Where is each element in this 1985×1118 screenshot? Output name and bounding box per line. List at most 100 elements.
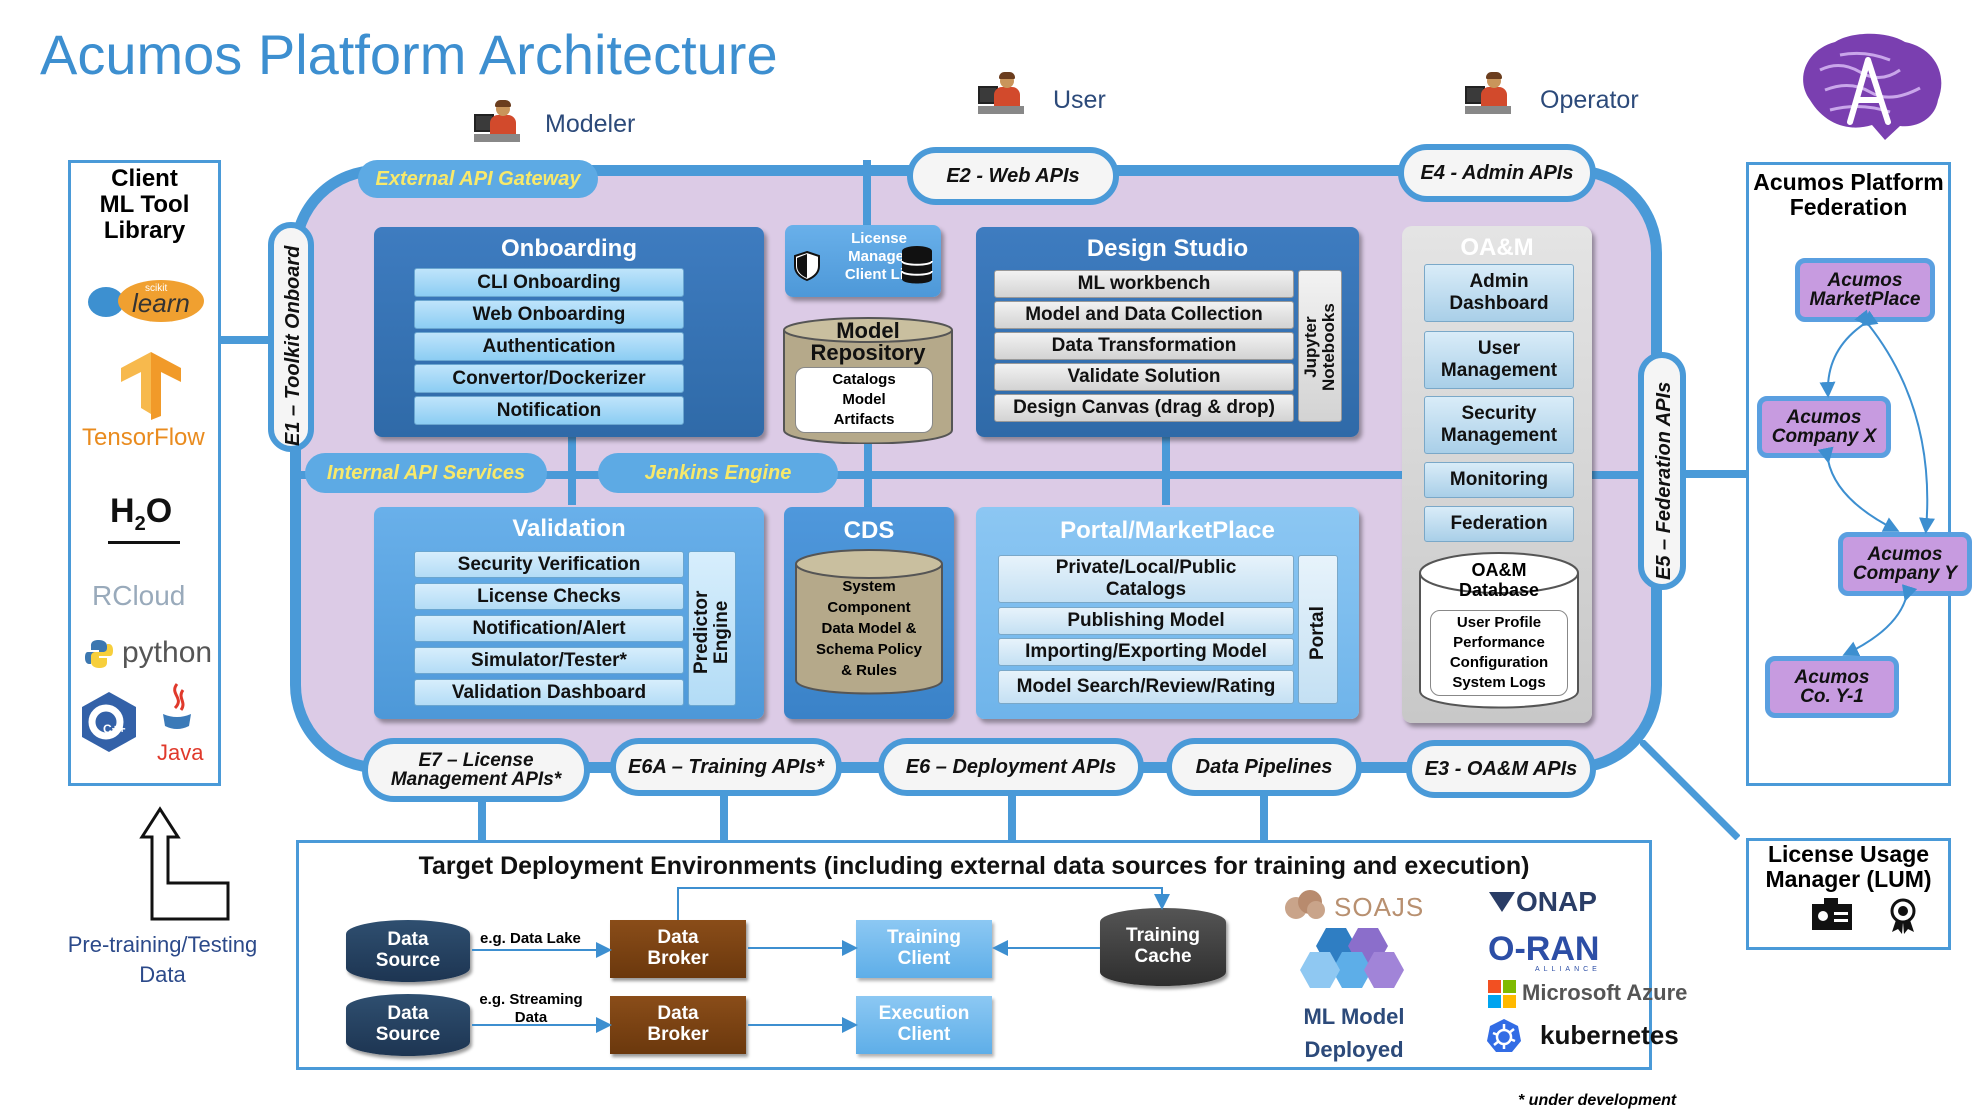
design-studio-item[interactable]: Validate Solution (994, 363, 1294, 391)
onboarding-item[interactable]: Notification (414, 396, 684, 425)
jenkins-engine: Jenkins Engine (598, 453, 838, 493)
portal-side[interactable]: Portal (1298, 555, 1338, 704)
java-text: Java (157, 740, 204, 765)
learn-text: learn (132, 288, 190, 318)
onboarding-title: Onboarding (501, 235, 637, 262)
connector-e6a (720, 794, 728, 842)
onboarding-item[interactable]: Convertor/Dockerizer (414, 364, 684, 393)
design-studio-item[interactable]: Data Transformation (994, 332, 1294, 360)
client-connector (221, 336, 295, 344)
azure-text: Microsoft Azure (1522, 980, 1688, 1005)
oam-federation[interactable]: Federation (1424, 506, 1574, 542)
e6a-training-apis[interactable]: E6A – Training APIs* (610, 738, 842, 796)
design-bus-line (1162, 435, 1170, 505)
rcloud-logo: RCloud (92, 580, 186, 611)
shield-icon (794, 250, 820, 282)
footnote: * under development (1518, 1092, 1677, 1109)
database-icon (901, 246, 933, 284)
e4-admin-apis[interactable]: E4 - Admin APIs (1398, 144, 1596, 202)
federation-arrows (1817, 309, 1935, 657)
modeler-label: Modeler (545, 110, 636, 138)
design-studio-item[interactable]: ML workbench (994, 270, 1294, 298)
e3-oam-apis[interactable]: E3 - OA&M APIs (1406, 740, 1596, 798)
oam-title: OA&M (1460, 234, 1534, 261)
onboarding-item[interactable]: Authentication (414, 332, 684, 361)
tensorflow-icon (121, 352, 181, 420)
validation-item[interactable]: Validation Dashboard (414, 679, 684, 706)
python-icon (85, 640, 113, 668)
user-label: User (1053, 86, 1106, 114)
soajs-text: SOAJS (1334, 892, 1425, 922)
java-icon (163, 683, 191, 729)
connector-e6 (1008, 794, 1016, 842)
client-library-box (68, 160, 221, 786)
lum-connector (1640, 740, 1740, 840)
oam-monitoring[interactable]: Monitoring (1424, 462, 1574, 498)
design-studio-title: Design Studio (1086, 235, 1249, 262)
validation-item[interactable]: Security Verification (414, 551, 684, 578)
page-title: Acumos Platform Architecture (40, 23, 778, 86)
connector-pipelines (1260, 794, 1268, 842)
cpp-text: C++ (103, 722, 126, 736)
web-api-line (863, 160, 871, 230)
oran-text: O-RAN (1488, 930, 1600, 968)
e6-deployment-apis[interactable]: E6 – Deployment APIs (878, 738, 1144, 796)
e1-toolkit-onboard[interactable]: E1 – Toolkit Onboard (268, 222, 314, 452)
internal-api-services: Internal API Services (305, 453, 547, 493)
validation-item[interactable]: Notification/Alert (414, 615, 684, 642)
lum-box (1746, 838, 1951, 950)
h2o-underline (108, 541, 180, 544)
onap-text: ONAP (1516, 886, 1597, 917)
target-flow-arrows (472, 887, 1170, 1033)
e5-federation-apis[interactable]: E5 – Federation APIs (1638, 352, 1686, 590)
id-card-icon (1812, 898, 1852, 930)
tensorflow-text: TensorFlow (82, 424, 205, 451)
ml-model-hexagons-icon (1300, 928, 1404, 988)
user-person-icon (978, 72, 1024, 118)
portal-import-export[interactable]: Importing/Exporting Model (998, 638, 1294, 666)
pretraining-arrow-icon (139, 806, 230, 921)
operator-label: Operator (1540, 86, 1639, 114)
external-api-gateway: External API Gateway (358, 160, 598, 198)
design-studio-item[interactable]: Design Canvas (drag & drop) (994, 394, 1294, 422)
client-library-title: Client ML Tool Library (99, 165, 190, 244)
kubernetes-text: kubernetes (1540, 1020, 1679, 1050)
design-studio-item[interactable]: Model and Data Collection (994, 301, 1294, 329)
portal-search-review[interactable]: Model Search/Review/Rating (998, 670, 1294, 704)
validation-item[interactable]: Simulator/Tester* (414, 647, 684, 674)
award-icon (1890, 898, 1916, 934)
eg-data-lake-label: e.g. Data Lake (480, 930, 581, 947)
onboarding-item[interactable]: Web Onboarding (414, 300, 684, 329)
portal-publishing[interactable]: Publishing Model (998, 607, 1294, 635)
cpp-icon (82, 692, 136, 752)
data-pipelines[interactable]: Data Pipelines (1166, 738, 1362, 796)
onboarding-item[interactable]: CLI Onboarding (414, 268, 684, 297)
acumos-brain-logo (1803, 33, 1942, 140)
federation-connector (1686, 470, 1748, 478)
validation-item[interactable]: License Checks (414, 583, 684, 610)
e2-web-apis[interactable]: E2 - Web APIs (907, 147, 1119, 205)
validation-title: Validation (512, 515, 626, 542)
scikit-learn-logo (118, 280, 204, 322)
